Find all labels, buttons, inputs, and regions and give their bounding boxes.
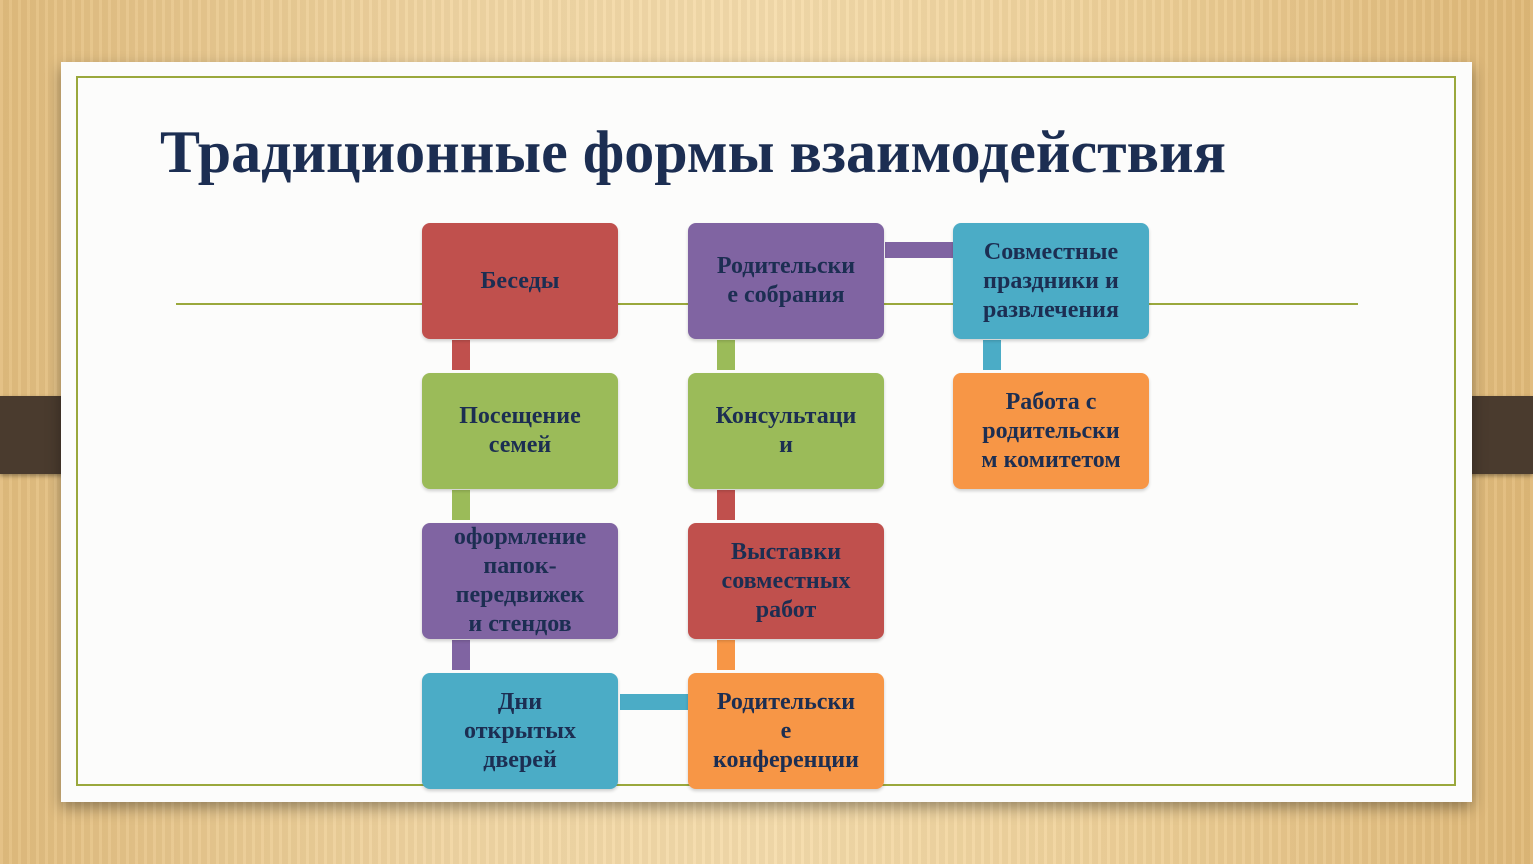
box-label: Родительски е собрания bbox=[716, 253, 856, 308]
box-label: Работа с родительски м комитетом bbox=[981, 388, 1121, 473]
box-label: Родительски е конференции bbox=[713, 688, 859, 773]
box-label: оформление папок- передвижек и стендов bbox=[453, 524, 587, 637]
guide-line bbox=[884, 303, 954, 305]
guide-line bbox=[1149, 303, 1358, 305]
guide-line bbox=[618, 303, 689, 305]
connector bbox=[620, 694, 688, 710]
guide-line bbox=[176, 303, 423, 305]
connector bbox=[452, 340, 470, 370]
box-label: Дни открытых дверей bbox=[464, 688, 576, 773]
box-roditelskie-konferentsii: Родительски е конференции bbox=[688, 673, 884, 789]
box-poseshchenie-semey: Посещение семей bbox=[422, 373, 618, 489]
box-konsultatsii: Консультаци и bbox=[688, 373, 884, 489]
connector bbox=[717, 640, 735, 670]
slide-title: Традиционные формы взаимодействия bbox=[160, 119, 1226, 185]
box-besedy: Беседы bbox=[422, 223, 618, 339]
connector bbox=[452, 490, 470, 520]
box-dni-otkrytykh-dverey: Дни открытых дверей bbox=[422, 673, 618, 789]
connector bbox=[452, 640, 470, 670]
box-label: Совместные праздники и развлечения bbox=[983, 238, 1119, 323]
box-label: Беседы bbox=[480, 267, 560, 294]
connector bbox=[885, 242, 953, 258]
box-sovmestnye-prazdniki: Совместные праздники и развлечения bbox=[953, 223, 1149, 339]
box-label: Консультаци и bbox=[715, 403, 857, 458]
box-roditelskie-sobraniya: Родительски е собрания bbox=[688, 223, 884, 339]
connector bbox=[983, 340, 1001, 370]
box-label: Выставки совместных работ bbox=[721, 538, 851, 623]
connector bbox=[717, 490, 735, 520]
box-oformlenie-papok: оформление папок- передвижек и стендов bbox=[422, 523, 618, 639]
box-label: Посещение семей bbox=[459, 403, 581, 458]
box-vystavki-rabot: Выставки совместных работ bbox=[688, 523, 884, 639]
connector bbox=[717, 340, 735, 370]
box-rabota-s-komitetom: Работа с родительски м комитетом bbox=[953, 373, 1149, 489]
